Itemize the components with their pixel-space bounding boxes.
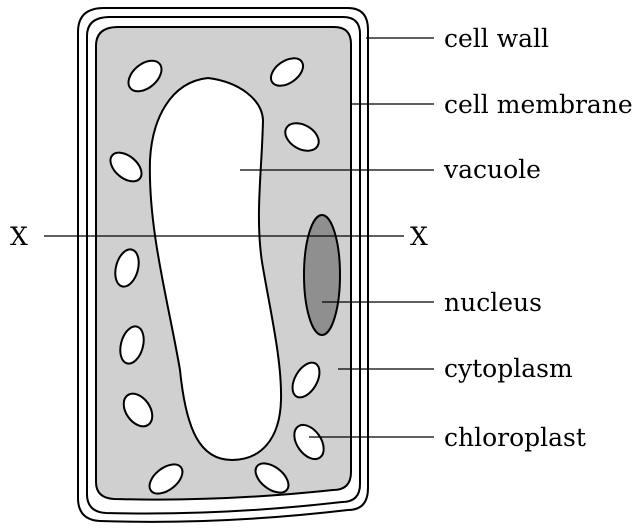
label-vacuole: vacuole xyxy=(443,155,541,184)
label-x-right: X xyxy=(410,222,428,251)
nucleus xyxy=(304,215,340,335)
label-cytoplasm: cytoplasm xyxy=(444,354,573,383)
label-chloroplast: chloroplast xyxy=(444,423,586,452)
label-nucleus: nucleus xyxy=(444,288,542,317)
label-x-left: X xyxy=(10,222,28,251)
label-cell-membrane: cell membrane xyxy=(444,90,633,119)
label-cell-wall: cell wall xyxy=(444,24,549,53)
